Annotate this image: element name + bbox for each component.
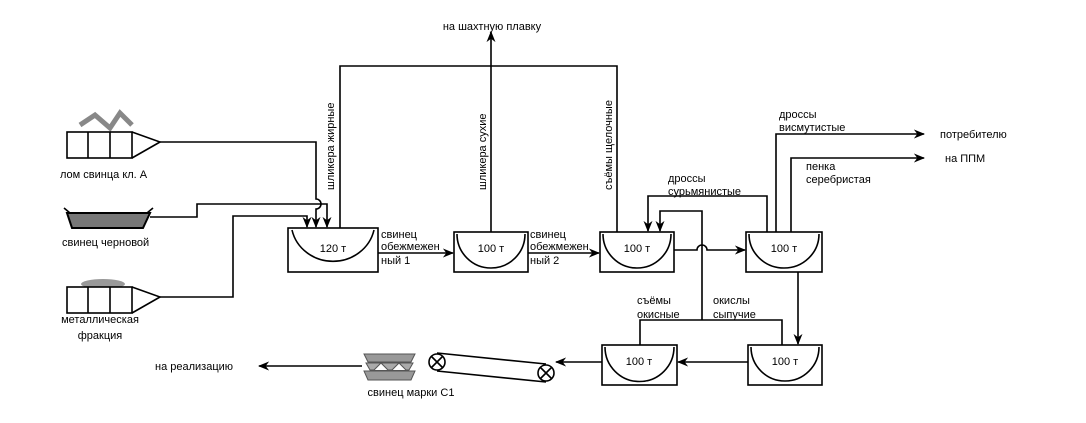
kettle-1: 120 т xyxy=(287,227,379,273)
crude-lead-label: свинец черновой xyxy=(62,237,149,249)
metal-fraction-label-2: фракция xyxy=(78,330,123,342)
svg-text:100 т: 100 т xyxy=(772,356,798,368)
antimony-dross-label: сурьмянистые xyxy=(668,186,741,198)
loose-oxides-label: сыпучие xyxy=(713,309,756,321)
kettle-5: 100 т xyxy=(747,344,823,386)
bismuth-dross-line xyxy=(775,129,926,232)
shaft-smelting-label: на шахтную плавку xyxy=(443,21,542,33)
kettle-6: 100 т xyxy=(601,344,678,386)
scrap-label: лом свинца кл. А xyxy=(60,169,148,181)
ingot-mold-icon xyxy=(363,353,416,381)
kettle-4: 100 т xyxy=(745,231,823,273)
metal-feed-line xyxy=(160,215,312,298)
scrap-feed-line xyxy=(160,141,322,229)
antimony-dross-line xyxy=(643,195,768,233)
kettle-3: 100 т xyxy=(599,231,675,273)
svg-text:100 т: 100 т xyxy=(771,243,797,255)
oxide-collect-line xyxy=(639,319,783,345)
bismuth-dross-label: дроссы xyxy=(779,109,817,121)
loose-oxides-label: окислы xyxy=(713,295,750,307)
softened-lead-2-label: ный 2 xyxy=(530,255,559,267)
oxide-return-line xyxy=(655,210,703,320)
alkaline-skim-label: съёмы щелочные xyxy=(603,100,615,190)
fat-slag-label: шликера жирные xyxy=(325,103,337,190)
softened-lead-2-label: свинец xyxy=(530,229,567,241)
to-ppm-label: на ППМ xyxy=(945,153,985,165)
svg-text:100 т: 100 т xyxy=(624,243,650,255)
pan-icon xyxy=(63,207,154,229)
silver-foam-label: пенка xyxy=(806,161,836,173)
to-consumer-label: потребителю xyxy=(940,129,1007,141)
conveyor-icon xyxy=(428,352,555,383)
metal-fraction-cart-icon xyxy=(66,279,162,314)
dry-slag-label: шликера сухие xyxy=(477,114,489,191)
scrap-cart-icon xyxy=(66,109,162,159)
softened-lead-1-label: свинец xyxy=(381,229,418,241)
product-label: свинец марки С1 xyxy=(368,387,455,399)
antimony-dross-label: дроссы xyxy=(668,173,706,185)
kettle-2: 100 т xyxy=(453,231,529,273)
oxide-skim-label: съёмы xyxy=(637,295,671,307)
bismuth-dross-label: висмутистые xyxy=(779,122,845,134)
silver-foam-line xyxy=(790,153,926,232)
softened-lead-1-label: обежмежен xyxy=(381,241,440,253)
to-sale-label: на реализацию xyxy=(155,361,233,373)
metal-fraction-label-1: металлическая xyxy=(61,314,139,326)
svg-text:120 т: 120 т xyxy=(320,243,346,255)
oxide-skim-label: окисные xyxy=(637,309,680,321)
svg-text:100 т: 100 т xyxy=(626,356,652,368)
silver-foam-label: серебристая xyxy=(806,174,871,186)
softened-lead-1-label: ный 1 xyxy=(381,255,410,267)
svg-text:100 т: 100 т xyxy=(478,243,504,255)
softened-lead-2-label: обежмежен xyxy=(530,241,589,253)
crude-feed-line xyxy=(150,203,332,229)
slag-return-line xyxy=(339,65,618,232)
k3-to-k4-line xyxy=(674,244,747,255)
